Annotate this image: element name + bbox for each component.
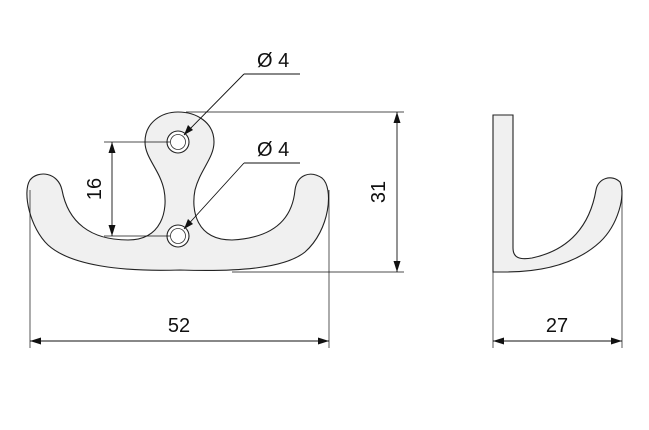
upper-hole-diameter-label: Ø 4 [257, 50, 289, 72]
upper-screw-hole-inner [170, 134, 186, 150]
width-dimension: 52 [29, 190, 330, 348]
height-dimension: 31 [186, 111, 404, 273]
upper-hole-callout: Ø 4 [183, 50, 300, 136]
depth-dimension: 27 [492, 190, 623, 348]
lower-hole-callout: Ø 4 [183, 139, 300, 230]
double-hook-outline [26, 111, 329, 272]
side-view [492, 114, 623, 273]
lower-screw-hole-inner [170, 228, 186, 244]
lower-hole-diameter-label: Ø 4 [257, 139, 289, 161]
side-profile-outline [492, 114, 623, 273]
hole-spacing-label: 16 [84, 178, 106, 200]
height-label: 31 [368, 181, 390, 203]
front-view [26, 111, 329, 272]
hole-spacing-dimension: 16 [84, 141, 170, 237]
depth-label: 27 [546, 315, 568, 337]
width-label: 52 [168, 315, 190, 337]
